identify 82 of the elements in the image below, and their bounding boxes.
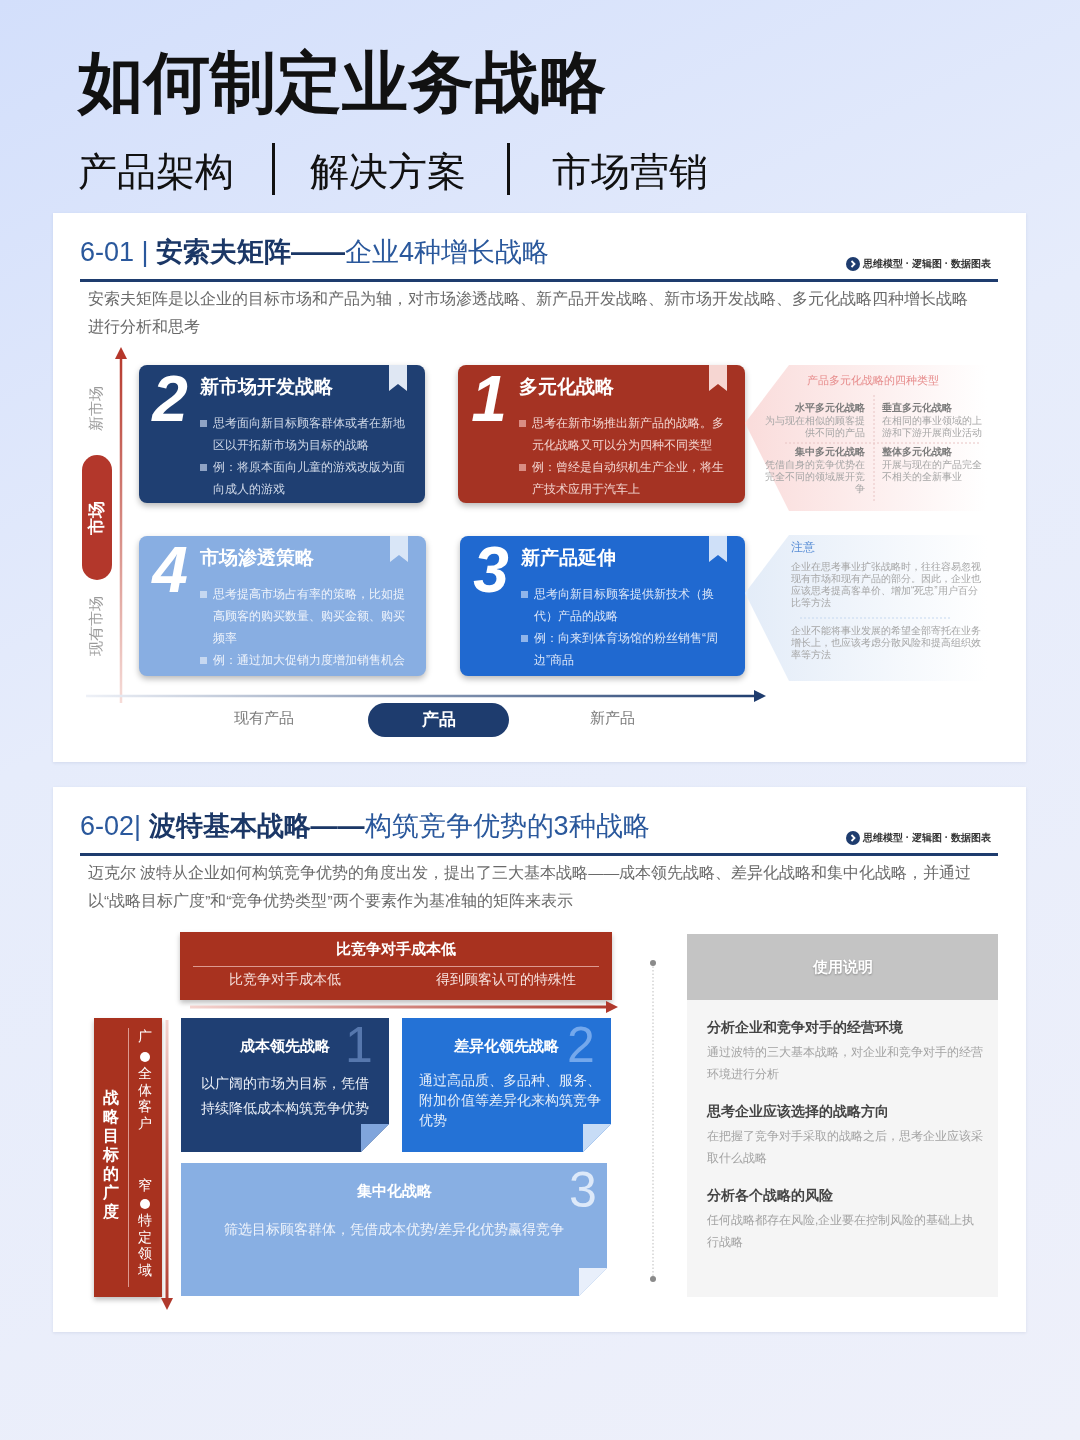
strategy-card (402, 1018, 611, 1152)
tag-text: 思维模型 · 逻辑图 · 数据图表 (863, 257, 991, 271)
card-number: 1 (345, 1020, 373, 1070)
card-title: 新市场开发战略 (200, 375, 333, 399)
type-text: 凭借自身的竞争优势在完全不同的领域展开竞争 (764, 459, 865, 495)
callout-heading: 注意 (791, 539, 815, 555)
guide-heading: 分析企业和竞争对手的经营环境 (707, 1019, 903, 1037)
bullet-text: 思考在新市场推出新产品的战略。多元化战略又可以分为四种不同类型 (532, 415, 725, 454)
bullet-text: 思考面向新目标顾客群体或者在新地区以开拓新市场为目标的战略 (213, 415, 406, 454)
instruction-panel (687, 934, 998, 1297)
guide-heading: 思考企业应该选择的战略方向 (707, 1103, 889, 1121)
strategy-card (460, 536, 745, 676)
axis-title: 产品 (421, 710, 456, 730)
bullet-text: 例：将原本面向儿童的游戏改版为面向成人的游戏 (213, 459, 406, 498)
description-text: 迈克尔 波特从企业如何构筑竞争优势的角度出发，提出了三大基本战略——成本领先战略、差异化战略和集中化战略，并通过以“战略目标广度”和“竞争优势类型”两个要素作为基准轴的矩阵来表示 (88, 863, 973, 911)
card-panel (53, 213, 1026, 762)
bullet-text: 思考向新目标顾客提供新技术（换代）产品的战略 (534, 586, 715, 625)
band-text: 比竞争对手成本低 (229, 971, 341, 989)
card-title: 多元化战略 (519, 375, 614, 399)
band-text: 广 (137, 1029, 153, 1046)
card-text: 筛选目标顾客群体，凭借成本优势/差异化优势赢得竞争 (224, 1220, 564, 1238)
bullet-text: 思考提高市场占有率的策略，比如提高顾客的购买数量、购买金额、购买频率 (213, 586, 406, 647)
type-text: 在相同的事业领域的上游和下游开展商业活动 (882, 415, 983, 439)
band-title: 战略目标的广度 (102, 1088, 120, 1221)
type-text: 为与现在相似的顾客提供不同的产品 (764, 415, 865, 439)
card-number: 3 (569, 1165, 597, 1215)
guide-heading: 分析各个战略的风险 (707, 1187, 833, 1205)
section-heading: 6-01 | 安索夫矩阵——企业4种增长战略 (80, 236, 550, 269)
guide-text: 任何战略都存在风险,企业要在控制风险的基础上执行战略 (707, 1212, 976, 1251)
note-text: 企业在思考事业扩张战略时，往往容易忽视现有市场和现有产品的部分。因此，企业也应该思考提高客单价、增加“死忠”用户百分比等方法 (791, 561, 982, 609)
card-panel (53, 787, 1026, 1332)
description-text: 安索夫矩阵是以企业的目标市场和产品为轴，对市场渗透战略、新产品开发战略、新市场开发战略、多元化战略四种增长战略进行分析和思考 (88, 289, 969, 337)
type-heading: 垂直多元化战略 (882, 402, 952, 414)
header-band (180, 932, 612, 1000)
strategy-card (181, 1163, 607, 1296)
axis-label: 新市场 (87, 385, 105, 431)
axis-pill (82, 455, 112, 580)
side-band (94, 1018, 162, 1297)
subtitle-text: 产品架构 (78, 149, 234, 195)
card-title: 集中化战略 (356, 1181, 432, 1201)
type-heading: 水平多元化战略 (795, 402, 865, 414)
card-text: 通过高品质、多品种、服务、附加价值等差异化来构筑竞争优势 (419, 1072, 601, 1130)
bullet-text: 例：向来到体育场馆的粉丝销售“周边”商品 (534, 630, 719, 669)
axis-label: 现有产品 (234, 709, 294, 727)
guide-text: 通过波特的三大基本战略，对企业和竞争对手的经营环境进行分析 (707, 1044, 983, 1083)
strategy-card (181, 1018, 389, 1152)
axis-pill (368, 703, 509, 737)
bullet-text: 例：曾经是自动织机生产企业，将生产技术应用于汽车上 (532, 459, 725, 498)
step-number: 3 (472, 540, 510, 600)
type-text: 开展与现在的产品完全不相关的全新事业 (882, 459, 983, 483)
subtitle-text: 市场营销 (552, 149, 708, 195)
axis-label: 新产品 (589, 709, 635, 727)
step-number: 1 (470, 369, 508, 429)
band-text: 窄 (137, 1178, 153, 1195)
note-text: 企业不能将事业发展的希望全部寄托在业务增长上，也应该考虑分散风险和提高组织效率等方法 (791, 625, 982, 661)
step-number: 4 (150, 540, 189, 600)
card-text: 以广阔的市场为目标，凭借持续降低成本构筑竞争优势 (200, 1074, 370, 1118)
strategy-card (458, 365, 745, 503)
band-title: 比竞争对手成本低 (336, 939, 456, 959)
page-title: 如何制定业务战略 (78, 44, 606, 121)
header-band: 使用说明 (687, 934, 998, 1000)
strategy-card (139, 536, 426, 676)
section-heading: 6-02| 波特基本战略——构筑竞争优势的3种战略 (80, 810, 650, 843)
axis-title: 市场 (87, 500, 107, 535)
strategy-card (139, 365, 425, 503)
type-heading: 整体多元化战略 (882, 446, 952, 458)
band-text: 全体客户 (137, 1066, 153, 1132)
callout-heading: 产品多元化战略的四种类型 (807, 373, 939, 387)
subtitle-text: 解决方案 (310, 149, 466, 195)
bullet-text: 例：通过加大促销力度增加销售机会 (213, 652, 406, 669)
guide-text: 在把握了竞争对手采取的战略之后，思考企业应该采取什么战略 (707, 1128, 983, 1167)
tag-text: 思维模型 · 逻辑图 · 数据图表 (863, 831, 991, 845)
band-text: 得到顾客认可的特殊性 (436, 971, 576, 989)
band-text: 特定领域 (137, 1213, 153, 1279)
card-number: 2 (567, 1020, 595, 1070)
card-title: 差异化领先战略 (454, 1036, 559, 1056)
card-title: 市场渗透策略 (200, 546, 314, 570)
card-title: 新产品延伸 (521, 546, 616, 570)
type-heading: 集中多元化战略 (795, 446, 865, 458)
step-number: 2 (150, 369, 189, 429)
card-title: 成本领先战略 (240, 1036, 330, 1056)
axis-label: 现有市场 (87, 596, 105, 656)
